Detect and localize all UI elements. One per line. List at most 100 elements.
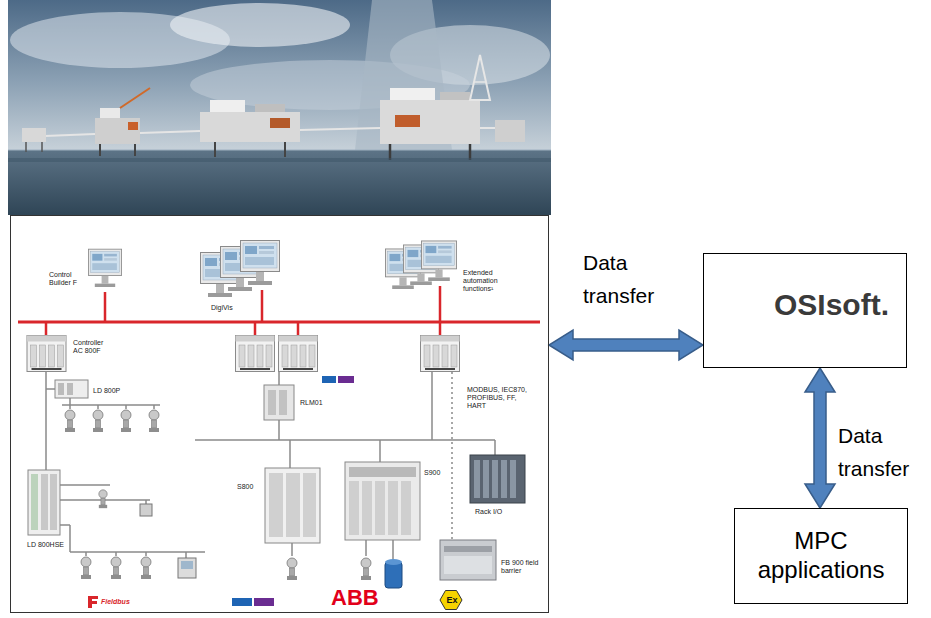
control-network-drawing xyxy=(379,440,381,462)
offshore-photo xyxy=(25,142,27,152)
control-network-drawing xyxy=(385,559,402,565)
control-network-drawing xyxy=(145,500,147,504)
control-network-drawing xyxy=(279,336,318,372)
offshore-photo xyxy=(134,144,136,156)
control-network-drawing xyxy=(115,552,117,556)
part-label: DigiVis xyxy=(211,304,233,312)
control-network-drawing xyxy=(451,372,453,540)
control-network-drawing xyxy=(492,460,498,498)
control-network-drawing xyxy=(121,410,131,432)
control-network-drawing xyxy=(338,376,354,383)
control-network-drawing xyxy=(278,420,280,440)
control-network-drawing xyxy=(45,372,47,470)
control-network-drawing xyxy=(291,543,293,556)
control-network-drawing xyxy=(297,322,300,335)
offshore-photo xyxy=(389,144,392,160)
offshore-photo xyxy=(100,108,120,118)
control-network-drawing xyxy=(60,484,110,486)
control-network-drawing xyxy=(178,558,196,578)
connector-label: Data transfer xyxy=(583,247,683,312)
offshore-photo xyxy=(200,112,300,142)
control-network-drawing xyxy=(185,552,187,558)
control-network-drawing xyxy=(444,556,492,574)
control-network-drawing xyxy=(421,241,456,281)
offshore-photo xyxy=(120,88,150,108)
control-network-drawing xyxy=(510,460,516,498)
control-network-drawing xyxy=(85,552,87,556)
control-network-drawing xyxy=(31,474,38,530)
control-network-drawing xyxy=(195,439,495,441)
offshore-photo xyxy=(210,100,245,112)
offshore-photo xyxy=(8,158,551,162)
offshore-photo xyxy=(95,118,140,144)
control-network-drawing xyxy=(93,410,103,432)
offshore-photo xyxy=(469,144,472,160)
control-network-drawing xyxy=(28,470,60,535)
control-network-drawing xyxy=(18,286,540,335)
control-network-drawing xyxy=(58,383,64,395)
control-network-drawing xyxy=(88,596,98,608)
control-network-drawing xyxy=(140,504,152,516)
part-label: Rack I/O xyxy=(475,508,502,516)
control-network-drawing xyxy=(375,481,385,535)
part-label: S900 xyxy=(424,469,440,477)
control-network-drawing xyxy=(388,481,398,535)
offshore-photo xyxy=(99,144,101,156)
control-network-drawing xyxy=(439,322,442,335)
part-label: LD 800P xyxy=(93,387,120,395)
control-network-drawing xyxy=(50,474,57,530)
control-network-drawing xyxy=(236,336,275,372)
control-network-drawing xyxy=(254,598,274,606)
control-network-drawing xyxy=(265,468,320,543)
part-label: FB 900 field barrier xyxy=(501,559,545,575)
process-box: MPC applications xyxy=(734,508,908,604)
control-network-drawing xyxy=(111,557,121,579)
control-network-drawing xyxy=(46,372,495,560)
control-network-drawing xyxy=(153,405,155,409)
control-network-drawing xyxy=(69,405,71,409)
box-label: MPC applications xyxy=(743,527,899,585)
control-network-drawing xyxy=(45,322,48,335)
control-network-drawing xyxy=(62,404,160,406)
control-network-drawing xyxy=(81,557,91,579)
control-system-panel: Control Builder FDigiVisExtended automat… xyxy=(10,215,549,613)
control-network-drawing xyxy=(287,558,297,580)
control-network-drawing xyxy=(60,524,70,526)
part-label: MODBUS, IEC870, PROFIBUS, FF, HART xyxy=(467,386,531,410)
historian-box: OSIsoft. xyxy=(703,253,907,368)
offshore-photo xyxy=(495,120,525,142)
offshore-photo xyxy=(440,92,470,100)
control-network-drawing xyxy=(97,405,99,409)
control-network-drawing xyxy=(289,440,291,468)
double-arrow xyxy=(549,330,703,360)
offshore-photo xyxy=(474,81,486,83)
control-network-drawing xyxy=(264,385,294,420)
control-network-drawing xyxy=(104,292,107,322)
offshore-photo xyxy=(8,150,551,215)
control-network-drawing xyxy=(361,558,371,580)
control-network-drawing xyxy=(345,462,420,540)
control-network-drawing xyxy=(474,460,480,498)
offshore-photo xyxy=(22,128,46,142)
control-network-drawing xyxy=(46,388,55,390)
control-network-drawing xyxy=(303,473,316,537)
control-network-drawing xyxy=(149,410,159,432)
offshore-photo xyxy=(140,131,200,133)
control-network-drawing xyxy=(141,557,151,579)
control-network-drawing xyxy=(401,481,411,535)
part-label: S800 xyxy=(237,483,253,491)
control-network-drawing xyxy=(41,474,48,530)
control-network-drawing xyxy=(261,290,264,322)
control-network-drawing xyxy=(278,372,280,385)
control-network-drawing xyxy=(268,390,276,415)
control-network-drawing xyxy=(18,241,540,610)
offshore-photo xyxy=(284,142,286,157)
double-arrow xyxy=(805,368,835,508)
control-network-drawing xyxy=(99,490,107,508)
part-label: LD 800HSE xyxy=(27,541,64,549)
control-network-drawing xyxy=(241,241,280,286)
control-network-drawing xyxy=(392,540,394,560)
control-network-drawing xyxy=(65,410,75,432)
part-label: Control Builder F xyxy=(49,271,83,287)
control-network-drawing xyxy=(69,525,71,552)
